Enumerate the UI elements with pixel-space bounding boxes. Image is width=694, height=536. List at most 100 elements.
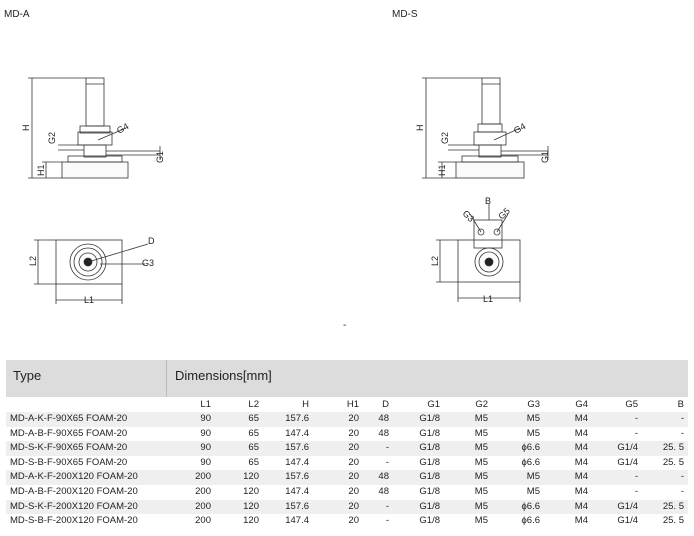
g2-cell: M5 xyxy=(474,456,488,468)
g1-cell: G1/8 xyxy=(419,500,440,512)
g2-cell: M5 xyxy=(474,427,488,439)
g3-cell: ϕ6.6 xyxy=(521,456,540,468)
h-cell: 147.4 xyxy=(285,485,309,497)
d-cell: 48 xyxy=(378,485,389,497)
md-a-l1-label: L1 xyxy=(84,295,94,305)
g1-cell: G1/8 xyxy=(419,471,440,483)
d-cell: - xyxy=(385,515,389,527)
type-cell: MD-A-B-F-90X65 FOAM-20 xyxy=(10,427,128,439)
col-g5: G5 xyxy=(625,399,638,410)
g2-cell: M5 xyxy=(474,515,488,527)
g1-cell: G1/8 xyxy=(419,485,440,497)
b-cell: - xyxy=(680,427,684,439)
type-cell: MD-A-B-F-200X120 FOAM-20 xyxy=(10,485,138,497)
l2-cell: 65 xyxy=(248,427,259,439)
l2-cell: 120 xyxy=(243,485,259,497)
g4-cell: M4 xyxy=(574,413,588,424)
col-b: B xyxy=(677,399,684,410)
l1-cell: 90 xyxy=(200,442,211,454)
md-a-top-view xyxy=(34,239,149,304)
dimensions-table: Type Dimensions[mm] L1 L2 H H1 D G1 G2 G… xyxy=(6,360,688,529)
b-cell: 25. 5 xyxy=(662,500,684,512)
col-g2: G2 xyxy=(475,399,488,410)
b-cell: - xyxy=(680,471,684,483)
l2-cell: 120 xyxy=(243,471,259,483)
g5-cell: G1/4 xyxy=(617,500,638,512)
h-cell: 157.6 xyxy=(285,471,309,483)
h-cell: 147.4 xyxy=(285,456,309,468)
l1-cell: 200 xyxy=(195,500,211,512)
l2-cell: 120 xyxy=(243,515,259,527)
g4-cell: M4 xyxy=(574,500,588,512)
md-a-l2-label: L2 xyxy=(28,256,38,266)
md-s-title: MD-S xyxy=(392,9,418,20)
md-a-g4-label: G4 xyxy=(115,121,130,136)
md-a-title: MD-A xyxy=(4,9,30,20)
g1-cell: G1/8 xyxy=(419,515,440,527)
md-a-h-label: H xyxy=(21,125,31,132)
col-l2: L2 xyxy=(248,399,259,410)
md-s-l1-label: L1 xyxy=(483,294,493,304)
h-cell: 147.4 xyxy=(285,515,309,527)
g5-cell: G1/4 xyxy=(617,456,638,468)
g3-cell: ϕ6.6 xyxy=(521,515,540,527)
l1-cell: 200 xyxy=(195,515,211,527)
g4-cell: M4 xyxy=(574,442,588,454)
d-cell: - xyxy=(385,456,389,468)
md-s-g1-label: G1 xyxy=(540,151,550,163)
md-a-side-view xyxy=(28,77,161,179)
md-s-b-label: B xyxy=(485,196,491,206)
type-cell: MD-S-B-F-90X65 FOAM-20 xyxy=(10,456,128,468)
g5-cell: - xyxy=(634,427,638,439)
g5-cell: - xyxy=(634,485,638,497)
h1-cell: 20 xyxy=(348,442,359,454)
md-a-h1-label: H1 xyxy=(36,164,46,176)
g5-cell: G1/4 xyxy=(617,515,638,527)
g3-cell: M5 xyxy=(526,485,540,497)
b-cell: 25. 5 xyxy=(662,456,684,468)
col-l1: L1 xyxy=(200,399,211,410)
center-dash: - xyxy=(343,320,347,331)
b-cell: 25. 5 xyxy=(662,442,684,454)
col-g3: G3 xyxy=(527,399,540,410)
md-s-g5-label: G5 xyxy=(496,206,512,222)
col-g4: G4 xyxy=(575,399,588,410)
technical-drawings: H G2 G4 G1 H1 D G3 L2 L1 H G2 G4 G1 H1 B… xyxy=(21,77,550,305)
h-cell: 157.6 xyxy=(285,413,309,424)
l1-cell: 90 xyxy=(200,413,211,424)
l2-cell: 120 xyxy=(243,500,259,512)
md-s-h-label: H xyxy=(415,125,425,132)
h1-cell: 20 xyxy=(348,500,359,512)
g2-cell: M5 xyxy=(474,471,488,483)
g4-cell: M4 xyxy=(574,515,588,527)
g4-cell: M4 xyxy=(574,471,588,483)
md-a-g2-label: G2 xyxy=(47,132,57,144)
l1-cell: 200 xyxy=(195,485,211,497)
d-cell: 48 xyxy=(378,471,389,483)
col-g1: G1 xyxy=(427,399,440,410)
md-a-d-label: D xyxy=(148,236,155,246)
h1-cell: 20 xyxy=(348,485,359,497)
g2-cell: M5 xyxy=(474,413,488,424)
h-cell: 147.4 xyxy=(285,427,309,439)
h-cell: 157.6 xyxy=(285,442,309,454)
l1-cell: 90 xyxy=(200,427,211,439)
b-cell: 25. 5 xyxy=(662,515,684,527)
col-h1: H1 xyxy=(346,399,359,410)
col-h: H xyxy=(302,399,309,410)
b-cell: - xyxy=(680,485,684,497)
table-header: Type Dimensions[mm] xyxy=(6,360,688,397)
g5-cell: - xyxy=(634,413,638,424)
g2-cell: M5 xyxy=(474,485,488,497)
l1-cell: 200 xyxy=(195,471,211,483)
header-divider xyxy=(166,360,167,397)
g1-cell: G1/8 xyxy=(419,456,440,468)
type-cell: MD-S-K-F-90X65 FOAM-20 xyxy=(10,442,128,454)
h1-cell: 20 xyxy=(348,471,359,483)
g3-cell: ϕ6.6 xyxy=(521,500,540,512)
